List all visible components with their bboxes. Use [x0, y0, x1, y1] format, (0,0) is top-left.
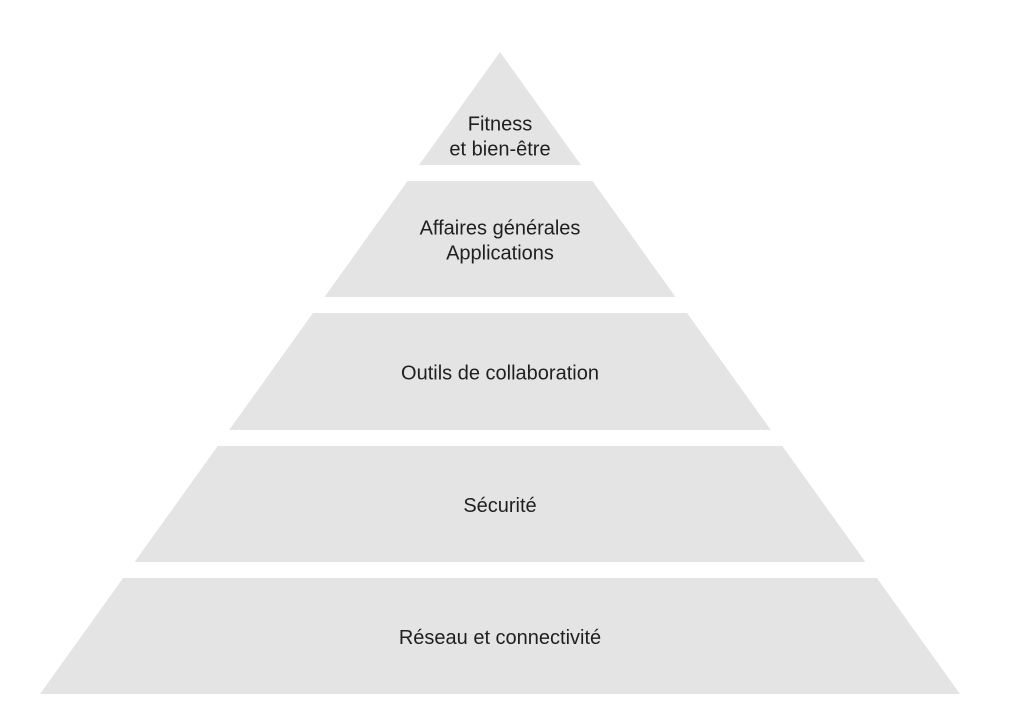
pyramid-tier-5-label: Réseau et connectivité [399, 627, 601, 649]
pyramid-tier-3 [229, 313, 771, 430]
pyramid-tier-1 [419, 52, 581, 165]
pyramid-tier-4 [134, 446, 866, 562]
pyramid-tier-5-line-1: Réseau et connectivité [399, 627, 601, 649]
pyramid-tier-4-label: Sécurité [463, 495, 536, 517]
pyramid-tier-2 [324, 181, 676, 297]
pyramid-tier-3-label: Outils de collaboration [401, 363, 599, 385]
pyramid-tier-2-line-1: Affaires générales [420, 218, 581, 240]
pyramid-tier-1-line-1: Fitness [468, 114, 532, 136]
pyramid-tier-5 [40, 578, 960, 694]
pyramid-tier-1-line-2: et bien-être [449, 139, 550, 161]
pyramid-tier-1-label: Fitness et bien-être [449, 114, 550, 161]
pyramid-tier-3-line-1: Outils de collaboration [401, 363, 599, 385]
pyramid-tier-2-line-2: Applications [446, 243, 554, 265]
pyramid-tier-4-line-1: Sécurité [463, 495, 536, 517]
